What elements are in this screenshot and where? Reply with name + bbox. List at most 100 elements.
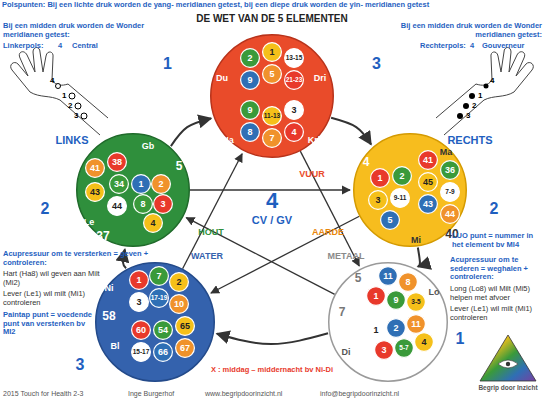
point-outline: [399, 273, 418, 292]
diagram-label: 4: [260, 188, 284, 213]
pulse-point: [56, 84, 61, 89]
diagram-label: Central: [72, 42, 122, 51]
diagram-label: info@begripdoorinzicht.nl: [320, 390, 440, 398]
point-circle: 1: [129, 270, 149, 290]
point-number: 7: [269, 134, 274, 143]
diagram-label: 4: [50, 76, 60, 85]
point-number: 17-19: [151, 295, 168, 302]
point-number: 9: [247, 76, 252, 85]
point-number: 1: [138, 180, 143, 189]
diagram-label: 2: [68, 101, 78, 110]
point-circle: 3: [153, 194, 173, 214]
element-outline: [354, 134, 467, 247]
diagram-label: Inge Burgerhof: [128, 390, 208, 398]
point-outline: [241, 123, 260, 142]
point-outline: [110, 175, 129, 194]
point-number: 43: [90, 188, 100, 197]
point-circle: 17-19: [149, 288, 169, 308]
point-number: 7-9: [445, 189, 454, 196]
point-number: 9-11: [394, 195, 407, 202]
point-number: 3: [381, 346, 386, 355]
point-circle: 1: [131, 174, 151, 194]
point-circle: 2: [151, 174, 171, 194]
diagram-label: 1: [62, 91, 72, 100]
point-circle: 7: [149, 266, 169, 286]
point-number: 9: [247, 106, 252, 115]
diagram-label: 3: [466, 111, 476, 120]
point-circle: 21-23: [284, 70, 304, 90]
diagram-label: 3: [73, 356, 87, 374]
point-circle: 60: [131, 320, 151, 340]
element-outline: [211, 35, 334, 158]
point-number: 8: [405, 278, 410, 287]
point-number: 13-15: [286, 55, 303, 62]
logo-eye: [498, 360, 518, 368]
point-outline: [407, 293, 426, 312]
point-number: 3-5: [411, 299, 420, 306]
point-circle: 3: [129, 292, 149, 312]
point-circle: 9: [240, 70, 260, 90]
point-number: 41: [90, 164, 100, 173]
point-circle: 3: [284, 100, 304, 120]
diagram-label: Paintap punt = voedende punt van verster…: [3, 311, 95, 337]
diagram-label: 1: [478, 91, 488, 100]
point-circle: 9-11: [390, 188, 410, 208]
point-circle: 1: [262, 42, 282, 62]
element-label: AARDE: [312, 228, 344, 237]
logo-pyramid: [480, 335, 536, 381]
point-outline: [441, 205, 460, 224]
element-label: WATER: [191, 252, 223, 261]
point-circle: 5-7: [394, 338, 414, 358]
point-number: 7: [156, 272, 161, 281]
point-circle: 15-17: [131, 342, 151, 362]
pulse-point: [75, 103, 81, 109]
point-circle: 3: [368, 190, 388, 210]
logo-pupil: [506, 362, 510, 366]
element-circle: MaAARDEMi4404136457-943441239-115: [353, 133, 467, 247]
element-label: 5: [176, 160, 183, 172]
point-number: 2: [158, 180, 163, 189]
point-outline: [154, 321, 173, 340]
element-label: Lo: [429, 288, 440, 297]
point-circle: 2: [169, 272, 189, 292]
point-number: 5: [387, 216, 392, 225]
point-number: 38: [112, 158, 122, 167]
point-outline: [150, 289, 169, 308]
diagram-label: 1: [453, 330, 467, 348]
point-circle: 1: [370, 168, 390, 188]
point-outline: [393, 167, 412, 186]
point-number: 1: [373, 292, 378, 301]
cycle-arrow: [171, 118, 211, 146]
point-circle: 34: [109, 174, 129, 194]
point-circle: 41: [418, 150, 438, 170]
point-outline: [86, 183, 105, 202]
point-number: 11-13: [264, 113, 280, 120]
point-number: 4: [150, 219, 155, 228]
point-circle: 9: [386, 290, 406, 310]
point-number: 3: [136, 298, 141, 307]
point-number: 4: [291, 128, 296, 137]
element-label: Ni: [105, 284, 114, 293]
point-number: 66: [158, 348, 168, 357]
point-circle: 38: [107, 152, 127, 172]
point-number: 21-23: [286, 77, 303, 84]
point-circle: 9: [240, 100, 260, 120]
diagram-label: 3: [74, 111, 84, 120]
point-outline: [285, 101, 304, 120]
point-number: 54: [158, 326, 168, 335]
hand-illustration: [436, 48, 533, 136]
point-outline: [176, 317, 195, 336]
element-label: 58: [102, 310, 115, 322]
element-circle: WATERNi58Bl172317-191060546515-176667: [95, 262, 215, 382]
point-circle: 2: [386, 318, 406, 338]
diagram-label: LUO punt = nummer in het element bv MI4: [452, 232, 540, 249]
point-circle: 45: [418, 172, 438, 192]
point-circle: 4: [284, 122, 304, 142]
point-outline: [387, 291, 406, 310]
diagram-label: LINKS: [47, 134, 97, 147]
point-outline: [152, 175, 171, 194]
point-circle: 8: [133, 194, 153, 214]
diagram-label: 2: [472, 101, 482, 110]
point-outline: [391, 189, 410, 208]
